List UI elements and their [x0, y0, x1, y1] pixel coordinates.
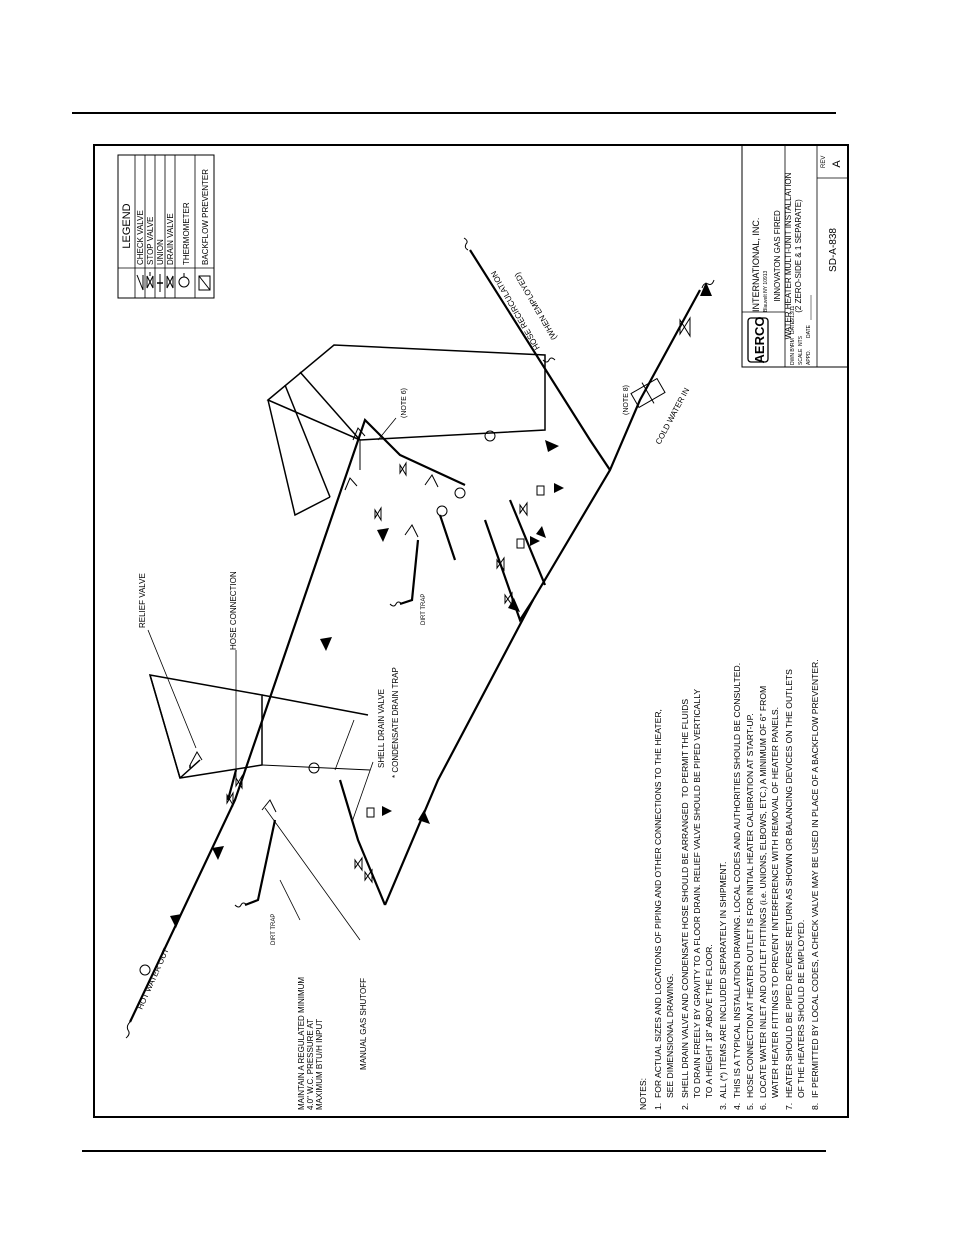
- note-line: 4. THIS IS A TYPICAL INSTALLATION DRAWIN…: [732, 663, 742, 1110]
- note-line: 8. IF PERMITTED BY LOCAL CODES, A CHECK …: [810, 659, 820, 1110]
- note-line: TO DRAIN FREELY BY GRAVITY TO A FLOOR DR…: [692, 689, 702, 1110]
- note-line: TO A HEIGHT 18" ABOVE THE FLOOR.: [704, 944, 714, 1110]
- company-name: INTERNATIONAL, INC.: [751, 218, 761, 312]
- label-hose-recirc-2: (WHEN EMPLOYED): [513, 271, 559, 342]
- title-line2: WATER HEATER MULTI-UNIT INSTALLATION: [784, 172, 793, 339]
- approved-date-label: DATE: [806, 324, 812, 338]
- legend-label-union: UNION: [156, 239, 165, 265]
- check-valve-icon: [136, 274, 144, 291]
- diagram-labels: RELIEF VALVE HOSE CONNECTION SHELL DRAIN…: [136, 269, 692, 1110]
- heater-zero-side-pair: [266, 344, 546, 517]
- note-line: SEE DIMENSIONAL DRAWING.: [665, 974, 675, 1110]
- fittings: [125, 237, 715, 1039]
- label-condensate-drain-trap: * CONDENSATE DRAIN TRAP: [391, 667, 400, 778]
- scale-label: SCALE: [798, 348, 804, 365]
- note-line: 5. HOSE CONNECTION AT HEATER OUTLET IS F…: [745, 713, 755, 1110]
- bottom-rule: [82, 1150, 826, 1152]
- hot-water-main: [129, 417, 466, 1023]
- legend-label-stop-valve: STOP VALVE: [146, 217, 155, 265]
- legend-label-backflow-preventer: BACKFLOW PREVENTER: [201, 169, 210, 265]
- legend-label-thermometer: THERMOMETER: [182, 202, 191, 265]
- scale-value: NTS: [798, 335, 804, 346]
- cold-water-return: [383, 289, 701, 906]
- notes: NOTES: 1. FOR ACTUAL SIZES AND LOCATIONS…: [638, 659, 820, 1110]
- label-gas-pressure-3: MAXIMUM BTU/H INPUT: [315, 1019, 324, 1110]
- legend-label-check-valve: CHECK VALVE: [136, 210, 145, 265]
- legend-box: [117, 154, 215, 299]
- label-hot-water-out: HOT WATER OUT: [136, 947, 171, 1011]
- title-line1: INNOVATON GAS FIRED: [773, 210, 782, 302]
- note-line: 7. HEATER SHOULD BE PIPED REVERSE RETURN…: [784, 669, 794, 1110]
- hose-recirculation-line: [469, 249, 611, 471]
- date-value: 5/13/11: [790, 305, 796, 322]
- drawing-number: SD-A-838: [828, 228, 839, 272]
- note-line: 2. SHELL DRAIN VALVE AND CONDENSATE HOSE…: [680, 699, 690, 1110]
- company-location: Blauvelt NY 10913: [763, 270, 769, 312]
- drain-valve-icon: [166, 275, 174, 289]
- drawn-by-label: DWN BY: [790, 344, 796, 365]
- aerco-logo-text: AERCO: [752, 317, 767, 364]
- label-dirt-trap-right: DIRT TRAP: [421, 594, 427, 625]
- rev-value: A: [831, 160, 843, 168]
- leader-lines: [147, 417, 397, 941]
- drawing-border: [93, 144, 849, 1118]
- note-line: WATER HEATER FITTINGS TO PREVENT INTERFE…: [770, 707, 780, 1110]
- piping: [129, 249, 701, 1023]
- date-label: DATE: [790, 320, 796, 334]
- label-note6: (NOTE 6): [401, 388, 408, 418]
- note-line: 6. LOCATE WATER INLET AND OUTLET FITTING…: [758, 686, 768, 1110]
- label-relief-valve: RELIEF VALVE: [138, 573, 147, 628]
- rev-label: REV: [821, 156, 827, 168]
- union-icon: [157, 274, 163, 292]
- note-line: 3. ALL (*) ITEMS ARE INCLUDED SEPARATELY…: [718, 862, 728, 1110]
- label-dirt-trap-left: DIRT TRAP: [271, 914, 277, 945]
- label-hose-connection: HOSE CONNECTION: [229, 571, 238, 650]
- note-line: OF THE HEATERS SHOULD BE EMPLOYED.: [796, 920, 806, 1110]
- drawn-by-value: RM: [790, 338, 796, 346]
- aerco-logo: AERCO: [747, 317, 769, 364]
- legend-title: LEGEND: [121, 203, 133, 248]
- legend: LEGEND CHECK VALVE STOP VALVE UNION DRAI…: [117, 154, 215, 299]
- note-line: 1. FOR ACTUAL SIZES AND LOCATIONS OF PIP…: [653, 709, 663, 1110]
- title-block: AERCO INTERNATIONAL, INC. Blauvelt NY 10…: [741, 144, 849, 368]
- heater-separate: [148, 674, 371, 779]
- legend-label-drain-valve: DRAIN VALVE: [166, 213, 175, 265]
- label-gas-pressure-1: MAINTAIN A REGULATED MINIMUM: [297, 977, 306, 1110]
- stop-valve-icon: [146, 272, 154, 289]
- top-rule: [72, 112, 836, 114]
- notes-heading: NOTES:: [638, 1078, 648, 1110]
- backflow-preventer-icon: [198, 275, 211, 291]
- label-note8: (NOTE 8): [623, 385, 630, 415]
- label-gas-pressure-2: 4.0" W.C. PRESSURE AT: [306, 1019, 315, 1110]
- label-shell-drain-valve: SHELL DRAIN VALVE: [377, 689, 386, 768]
- title-line3: (2 ZERO-SIDE & 1 SEPARATE): [794, 199, 803, 313]
- label-manual-gas-shutoff: MANUAL GAS SHUTOFF: [359, 978, 368, 1070]
- thermometer-icon: [178, 273, 190, 288]
- approved-label: APPD.: [806, 350, 812, 365]
- flow-arrows: [170, 282, 712, 928]
